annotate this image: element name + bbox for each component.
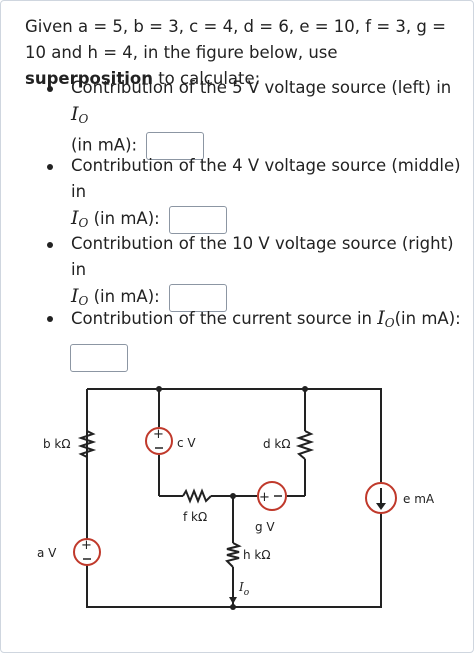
intro-text-2: to calculate:	[152, 69, 261, 88]
unit-label: (in mA):	[93, 287, 160, 306]
voltage-source-g: +	[257, 481, 287, 511]
question-text: Contribution of the current source in	[71, 309, 378, 328]
unit-label: (in mA):	[394, 309, 461, 328]
question-item: Contribution of the 4 V voltage source (…	[25, 153, 465, 236]
current-symbol: IO	[71, 103, 89, 126]
unit-label: (in mA):	[71, 135, 138, 155]
bullet-icon	[47, 86, 53, 92]
problem-statement: Given a = 5, b = 3, c = 4, d = 6, e = 10…	[25, 14, 465, 92]
answer-input-left-source[interactable]	[146, 132, 205, 160]
bullet-icon	[47, 164, 53, 170]
label-f: f kΩ	[183, 510, 207, 524]
question-answer-row	[70, 336, 461, 372]
label-io: Io	[238, 580, 250, 598]
resistor-h	[225, 542, 242, 568]
resistor-b	[77, 430, 97, 458]
voltage-source-a: +	[73, 538, 101, 566]
node-dot	[156, 386, 162, 392]
question-text: Contribution of the 4 V voltage source (…	[71, 156, 461, 201]
current-symbol: IO	[71, 207, 89, 230]
node-dot	[302, 386, 308, 392]
svg-text:+: +	[153, 427, 164, 442]
current-symbol: IO	[71, 285, 89, 308]
intro-text-1: Given a = 5, b = 3, c = 4, d = 6, e = 10…	[25, 17, 446, 62]
question-answer-row: (in mA):	[71, 132, 465, 160]
unit-label: (in mA):	[93, 209, 160, 228]
question-text: Contribution of the 10 V voltage source …	[71, 234, 454, 279]
question-text: Contribution of the 5 V voltage source (…	[71, 78, 452, 97]
label-h: h kΩ	[243, 548, 271, 562]
answer-input-right-source[interactable]	[168, 283, 227, 312]
label-e: e mA	[403, 492, 435, 506]
svg-text:+: +	[259, 490, 270, 505]
bullet-icon	[47, 316, 53, 322]
label-d: d kΩ	[263, 437, 291, 451]
question-item: Contribution of the 10 V voltage source …	[25, 231, 465, 314]
answer-input-middle-source[interactable]	[168, 205, 227, 234]
voltage-source-c: +	[145, 427, 173, 455]
node-dot	[230, 493, 236, 499]
label-a: a V	[37, 546, 57, 560]
question-item: Contribution of the 5 V voltage source (…	[25, 75, 465, 160]
label-b: b kΩ	[43, 437, 71, 451]
node-dot	[230, 604, 236, 610]
intro-bold-keyword: superposition	[25, 69, 153, 88]
current-source-e	[365, 482, 397, 514]
resistor-f	[182, 488, 212, 504]
question-answer-row: IO (in mA):	[71, 205, 465, 236]
answer-input-current-source[interactable]	[70, 344, 128, 372]
svg-text:+: +	[81, 538, 92, 553]
question-answer-row: IO (in mA):	[71, 283, 465, 314]
current-arrow-icon	[229, 597, 237, 604]
bullet-icon	[47, 242, 53, 248]
resistor-d	[295, 430, 315, 460]
circuit-diagram: + + + b kΩ a V c V d kΩ	[37, 386, 435, 610]
question-item: Contribution of the current source in IO…	[25, 305, 461, 372]
label-g: g V	[255, 520, 275, 534]
current-symbol: IO	[377, 307, 395, 330]
label-c: c V	[177, 436, 196, 450]
